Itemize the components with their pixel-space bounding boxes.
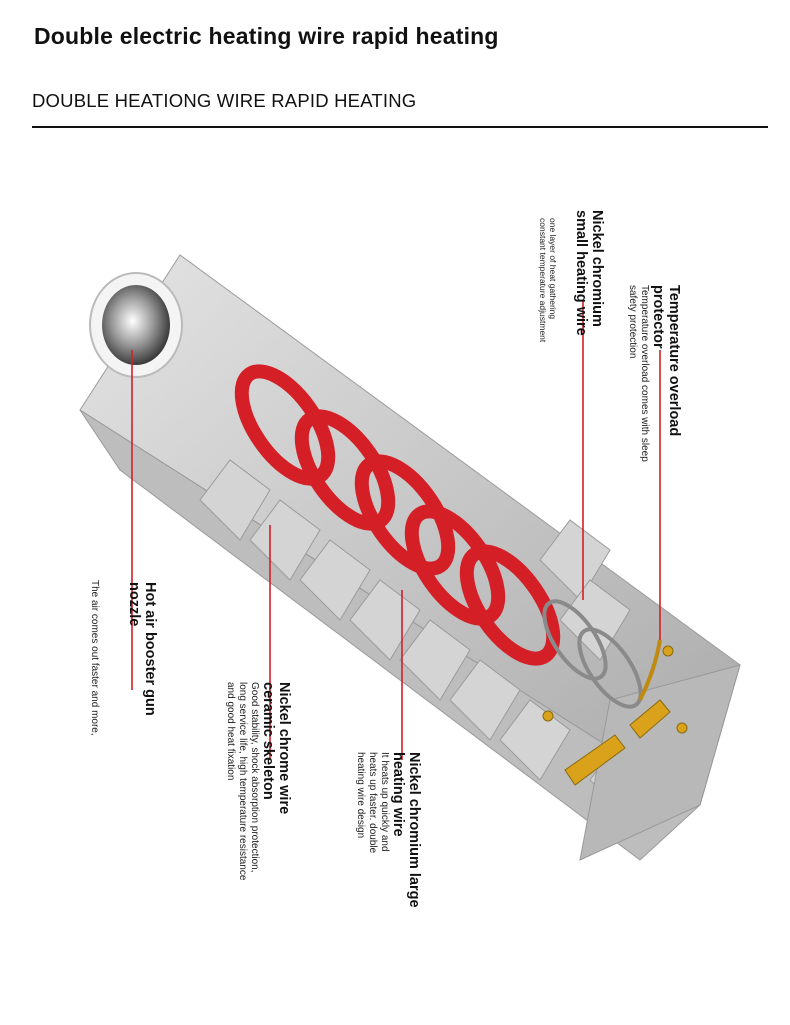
callout-skeleton: Nickel chrome wire ceramic skeleton Good…: [224, 682, 292, 880]
page-title: Double electric heating wire rapid heati…: [34, 23, 499, 49]
callout-large-wire: Nickel chromium large heating wire It he…: [354, 752, 422, 908]
skeleton-title-2: ceramic skeleton: [260, 682, 276, 800]
brass-terminal: [542, 639, 688, 786]
small-heating-coil: [542, 599, 643, 709]
small-wire-line1: one layer of heat gathering: [548, 218, 558, 320]
callout-small-wire-desc: one layer of heat gathering constant tem…: [538, 218, 558, 342]
nozzle-icon: [89, 272, 183, 378]
large-wire-line1: It heats up quickly and: [379, 752, 390, 852]
callout-nozzle-desc: The air comes out faster and more,: [88, 580, 100, 736]
nozzle-line1: The air comes out faster and more,: [89, 580, 100, 736]
skeleton-title-1: Nickel chrome wire: [276, 682, 292, 815]
large-wire-line2: heats up faster. double: [367, 752, 378, 854]
callout-small-wire: Nickel chromium small heating wire: [573, 210, 605, 360]
large-wire-title-2: heating wire: [390, 752, 406, 837]
large-wire-title-1: Nickel chromium large: [406, 752, 422, 908]
large-heating-coil: [234, 364, 561, 666]
nozzle-title-2: nozzle: [126, 582, 142, 627]
small-wire-title: Nickel chromium small heating wire: [573, 210, 605, 336]
small-wire-line2: constant temperature adjustment: [538, 218, 548, 343]
page-subtitle: DOUBLE HEATIONG WIRE RAPID HEATING: [32, 90, 417, 111]
nozzle-title-1: Hot air booster gun: [142, 582, 158, 716]
large-wire-line3: heating wire design: [355, 752, 366, 839]
protector-title-1: Temperature overload: [666, 285, 682, 437]
protector-line1: Temperature overload comes with sleep: [639, 285, 650, 462]
header-divider: [32, 126, 768, 128]
callout-nozzle: Hot air booster gun nozzle: [126, 582, 158, 716]
protector-line2: safety protection: [627, 285, 638, 359]
skeleton-line1: Good stability, shock absorption protect…: [249, 682, 260, 873]
protector-title-2: protector: [650, 285, 666, 349]
skeleton-line2: long service life, high temperature resi…: [237, 682, 248, 881]
callout-lines: [131, 300, 661, 760]
callout-protector: Temperature overload protector Temperatu…: [626, 285, 682, 462]
skeleton-line3: and good heat fixation: [225, 682, 236, 781]
